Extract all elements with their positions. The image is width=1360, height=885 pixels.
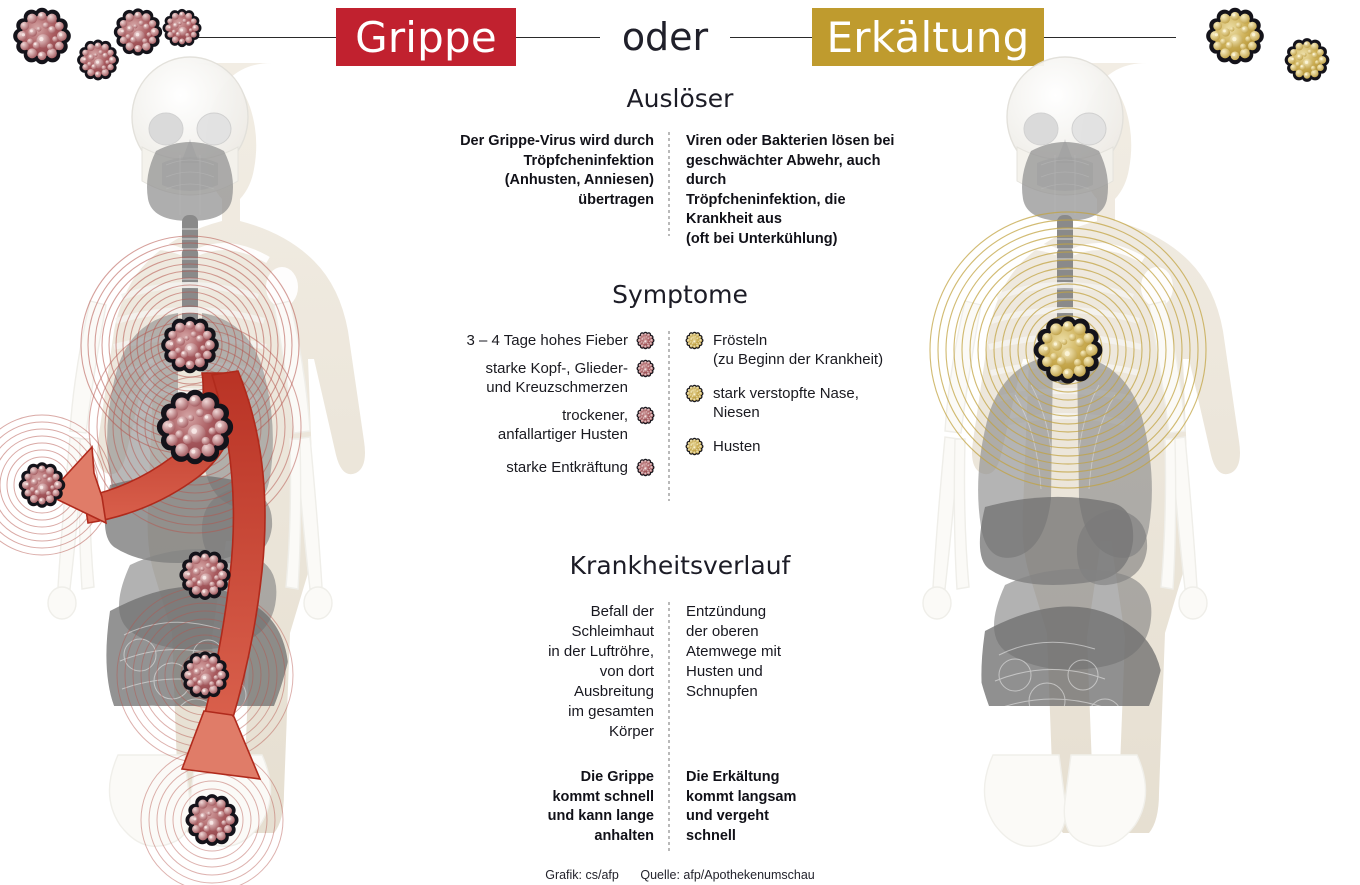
virus-bullet-icon — [685, 384, 704, 403]
symptom-item-flu: starke Kopf-, Glieder- und Kreuzschmerze… — [430, 359, 655, 397]
verlauf-right-bold-3: und vergeht — [686, 808, 769, 824]
ausloeser-right-line-3: Tröpfcheninfektion, die Krankheit aus — [686, 191, 846, 228]
verlauf-right-line-5: Schnupfen — [686, 683, 758, 700]
verlauf-right-line-3: Atemwege mit — [686, 643, 782, 660]
ausloeser-right-line-4: (oft bei Unterkühlung) — [686, 230, 838, 247]
verlauf-right-bold-4: schnell — [686, 827, 736, 844]
human-body-anatomy-cold — [922, 56, 1240, 848]
virus-bullet-icon — [636, 331, 655, 350]
sinus-right — [1022, 142, 1108, 221]
verlauf-right-line-1: Entzündung — [686, 603, 767, 620]
verlauf-right-text: Entzündung der oberen Atemwege mit Huste… — [670, 602, 908, 852]
ausloeser-right-line-1: Viren oder Bakterien lösen bei — [686, 133, 895, 149]
header-rule-right — [1044, 37, 1176, 38]
ausloeser-divider — [668, 132, 670, 236]
verlauf-left-bold-4: anhalten — [594, 827, 654, 844]
virus-bullet-icon — [685, 331, 704, 350]
verlauf-left-line-7: Körper — [608, 723, 654, 740]
symptom-item-flu: trockener, anfallartiger Husten — [430, 406, 655, 444]
header-label-grippe: Grippe — [355, 12, 497, 62]
section-krankheitsverlauf: Krankheitsverlauf Befall der Schleimhaut… — [430, 551, 930, 852]
header-rule-mid-left — [516, 37, 602, 38]
symptom-flu-label-1: 3 – 4 Tage hohes Fieber — [466, 332, 628, 349]
verlauf-right-bold-1: Die Erkältung — [686, 769, 780, 785]
sinus-left — [147, 142, 233, 221]
header-label-oder: oder — [621, 15, 709, 59]
symptom-item-cold: stark verstopfte Nase, Niesen — [685, 384, 908, 422]
symptom-flu-label-2: starke Kopf-, Glieder- und Kreuzschmerze… — [485, 360, 628, 396]
virus-cluster-flu — [0, 0, 202, 81]
symptome-left-list: 3 – 4 Tage hohes Fieber starke Kopf-, Gl… — [430, 331, 668, 501]
human-body-anatomy-flu — [0, 56, 365, 885]
verlauf-right-line-2: der oberen — [686, 623, 759, 640]
ausloeser-left-line-1: Der Grippe-Virus wird durch — [460, 133, 654, 149]
verlauf-left-text: Befall der Schleimhaut in der Luftröhre,… — [430, 602, 668, 852]
verlauf-left-line-5: Ausbreitung — [573, 683, 654, 700]
symptom-item-flu: 3 – 4 Tage hohes Fieber — [430, 331, 655, 350]
section-title-symptome: Symptome — [612, 280, 748, 309]
credit-source: Quelle: afp/Apothekenumschau — [640, 868, 815, 882]
section-title-krankheitsverlauf: Krankheitsverlauf — [569, 551, 791, 580]
symptom-cold-label-1: Frösteln (zu Beginn der Krankheit) — [713, 332, 884, 368]
ausloeser-right-line-2: geschwächter Abwehr, auch durch — [686, 152, 881, 189]
organs-right — [978, 355, 1164, 706]
ausloeser-right-text: Viren oder Bakterien lösen bei geschwäch… — [670, 132, 908, 247]
center-content-column: Auslöser Der Grippe-Virus wird durch Trö… — [430, 84, 930, 884]
symptom-item-cold: Husten — [685, 437, 908, 456]
section-ausloeser: Auslöser Der Grippe-Virus wird durch Trö… — [430, 84, 930, 247]
section-title-ausloeser: Auslöser — [626, 84, 734, 113]
symptome-right-list: Frösteln (zu Beginn der Krankheit) stark… — [670, 331, 908, 501]
symptom-flu-label-4: starke Entkräftung — [506, 459, 628, 476]
verlauf-left-line-6: im gesamten — [568, 703, 654, 720]
verlauf-left-bold-3: und kann lange — [547, 808, 654, 824]
header-badge-erkaeltung: Erkältung — [812, 8, 1044, 66]
virus-bullet-icon — [636, 359, 655, 378]
ausloeser-left-line-4: übertragen — [578, 191, 654, 208]
verlauf-left-line-2: Schleimhaut — [571, 623, 654, 640]
spread-arrow-downward — [180, 370, 266, 780]
header-rule-mid-right — [728, 37, 814, 38]
virus-bullet-icon — [636, 458, 655, 477]
verlauf-left-bold-2: kommt schnell — [552, 788, 654, 805]
verlauf-left-line-4: von dort — [599, 663, 654, 680]
verlauf-left-line-3: in der Luftröhre, — [548, 643, 654, 660]
virus-bullet-icon — [685, 437, 704, 456]
verlauf-right-bold-2: kommt langsam — [686, 788, 797, 805]
virus-bullet-icon — [636, 406, 655, 425]
symptom-item-cold: Frösteln (zu Beginn der Krankheit) — [685, 331, 908, 369]
ausloeser-left-line-3: (Anhusten, Anniesen) — [504, 172, 654, 188]
credits: Grafik: cs/afp Quelle: afp/Apothekenumsc… — [0, 868, 1360, 882]
symptom-cold-label-2: stark verstopfte Nase, Niesen — [713, 385, 859, 421]
symptome-divider — [668, 331, 670, 501]
symptom-item-flu: starke Entkräftung — [430, 458, 655, 477]
header-label-oder-wrap: oder — [600, 8, 730, 66]
verlauf-left-bold-1: Die Grippe — [580, 769, 654, 785]
symptom-cold-label-3: Husten — [713, 438, 761, 455]
pelvis-right — [983, 754, 1147, 848]
verlauf-right-line-4: Husten und — [686, 663, 763, 680]
symptom-flu-label-3: trockener, anfallartiger Husten — [497, 407, 628, 443]
verlauf-left-line-1: Befall der — [590, 603, 654, 620]
verlauf-divider — [668, 602, 670, 852]
header-label-erkaeltung: Erkältung — [826, 12, 1030, 62]
ausloeser-left-line-2: Tröpfcheninfektion — [523, 152, 655, 169]
ausloeser-left-text: Der Grippe-Virus wird durch Tröpfcheninf… — [430, 132, 668, 236]
header-badge-grippe: Grippe — [336, 8, 516, 66]
virus-cluster-cold — [1175, 0, 1330, 82]
header-rule-left — [186, 37, 336, 38]
section-symptome: Symptome 3 – 4 Tage hohes Fieber starke … — [430, 280, 930, 501]
credit-graphic: Grafik: cs/afp — [545, 868, 619, 882]
